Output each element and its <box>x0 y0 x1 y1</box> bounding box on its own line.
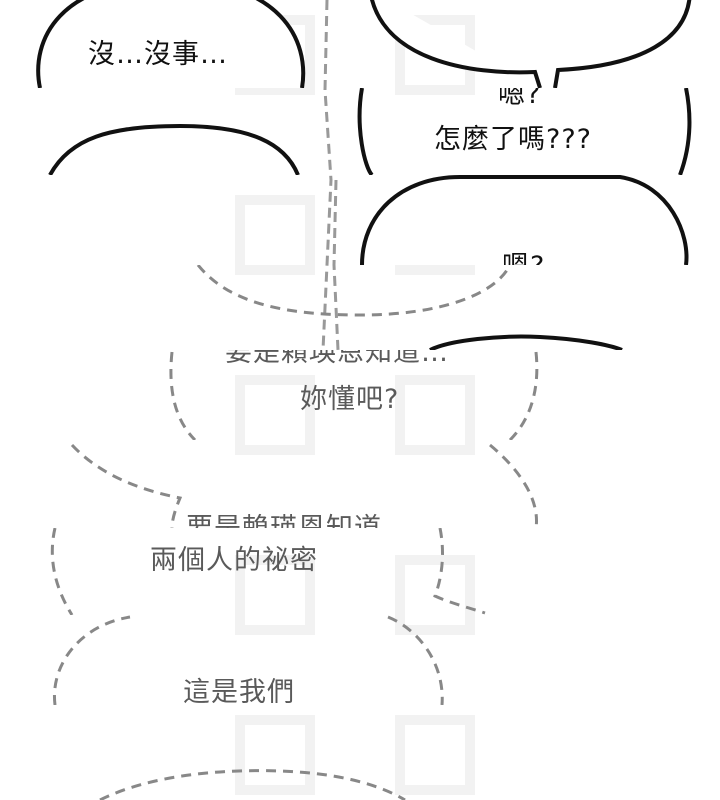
speech-bubble <box>169 351 197 440</box>
dialogue-text: 要是賴瑛恩知道… <box>225 350 449 368</box>
strip-1 <box>36 0 692 88</box>
speech-bubble <box>429 334 623 350</box>
strip-6 <box>70 443 539 528</box>
speech-bubble <box>489 443 539 528</box>
dialogue-text: 沒…沒事… <box>88 39 228 70</box>
dialogue-text: 妳懂吧? <box>300 384 400 415</box>
speech-bubble <box>48 123 300 175</box>
speech-bubble <box>52 615 131 705</box>
speech-bubble <box>360 175 689 265</box>
dialogue-text: 這是我們 <box>183 677 295 705</box>
strip-3 <box>360 175 689 265</box>
strip-9 <box>99 769 406 800</box>
dialogue-text: 怎麼了嗎??? <box>434 124 592 155</box>
dialogue-text: 嗯? <box>502 252 545 265</box>
speech-bubble <box>433 528 486 615</box>
speech-bubble <box>370 0 692 88</box>
strip-4 <box>196 265 623 350</box>
dialogue-text: 嗯? <box>498 88 542 110</box>
dialogue-text: 要是賴瑛恩知道… <box>186 512 410 528</box>
speech-bubble <box>70 443 183 528</box>
strip-8 <box>52 615 444 705</box>
dialogue-text: 兩個人的祕密 <box>150 545 318 576</box>
strip-5 <box>169 351 539 440</box>
speech-bubble <box>387 615 444 705</box>
speech-bubble <box>357 88 692 175</box>
speech-bubble <box>36 0 306 88</box>
speech-bubble <box>99 769 406 800</box>
speech-bubble <box>508 351 539 440</box>
speech-bubble <box>196 265 512 317</box>
speech-bubble <box>50 528 74 615</box>
strip-7 <box>50 528 486 615</box>
strip-2 <box>48 88 692 175</box>
